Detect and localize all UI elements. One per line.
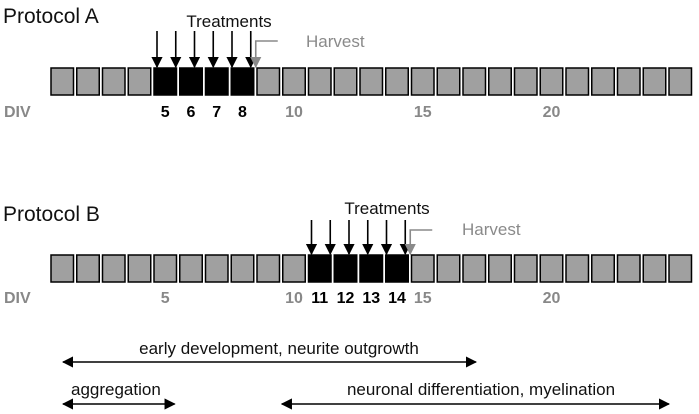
day-cells (50, 254, 693, 283)
day-cell (513, 254, 538, 283)
day-cell (50, 254, 75, 283)
day-number: 10 (285, 104, 303, 121)
day-cell (462, 254, 487, 283)
phase-label: neuronal differentiation, myelination (347, 380, 615, 399)
day-cell (410, 67, 435, 96)
day-cell (642, 67, 667, 96)
day-cell (76, 254, 100, 283)
treated-day-cell (307, 254, 332, 283)
day-cell (256, 254, 281, 283)
day-cell (307, 67, 332, 96)
harvest-arrow-line (404, 229, 433, 256)
day-cell (359, 67, 384, 96)
day-number: 15 (414, 290, 432, 307)
day-cell (668, 254, 693, 283)
day-cell (153, 254, 178, 283)
day-number: 7 (212, 104, 221, 121)
day-number: 6 (187, 104, 196, 121)
harvest-label: Harvest (462, 220, 521, 239)
div-label: DIV (4, 104, 31, 121)
day-number: 11 (311, 290, 328, 307)
day-cell (539, 254, 564, 283)
day-cell (127, 254, 152, 283)
day-cell (616, 254, 641, 283)
day-number: 10 (285, 290, 303, 307)
treatment-arrows (305, 220, 411, 256)
day-cell (642, 254, 667, 283)
treated-day-cell (230, 67, 255, 96)
day-number: 20 (543, 290, 561, 307)
treatment-arrows (151, 31, 257, 69)
day-cell (565, 254, 590, 283)
harvest-arrow-line (250, 40, 278, 69)
day-cell (282, 254, 306, 283)
treated-day-cell (204, 67, 229, 96)
day-number: 8 (238, 104, 247, 121)
harvest-arrow (250, 40, 278, 69)
day-cell (436, 67, 461, 96)
day-cell (101, 254, 126, 283)
treatments-label: Treatments (344, 199, 429, 218)
day-cell (127, 67, 152, 96)
day-cell (436, 254, 461, 283)
harvest-label: Harvest (306, 32, 365, 51)
day-number: 13 (362, 290, 380, 307)
protocol-title: Protocol A (3, 5, 99, 28)
day-cell (385, 67, 409, 96)
day-cell (256, 67, 281, 96)
treated-day-cell (359, 254, 384, 283)
day-cells (50, 67, 693, 96)
protocol-b: Protocol B Treatments Harvest DIV 5 10 11 1… (3, 199, 693, 307)
day-cell (591, 254, 615, 283)
day-cell (76, 67, 100, 96)
protocol-title: Protocol B (3, 203, 100, 226)
day-cell (204, 254, 229, 283)
day-number: 15 (414, 104, 432, 121)
phase-label: aggregation (71, 380, 161, 399)
treated-day-cell (179, 67, 203, 96)
phase-label: early development, neurite outgrowth (139, 339, 419, 358)
day-cell (462, 67, 487, 96)
day-number: 12 (337, 290, 355, 307)
day-number: 20 (543, 104, 561, 121)
day-cell (565, 67, 590, 96)
day-cell (488, 254, 512, 283)
div-label: DIV (4, 290, 31, 307)
day-number: 5 (161, 104, 170, 121)
day-cell (539, 67, 564, 96)
day-number: 5 (161, 290, 170, 307)
day-cell (333, 67, 358, 96)
day-labels: 5 10 11 12 13 14 15 20 (161, 290, 561, 307)
treated-day-cell (333, 254, 358, 283)
day-cell (179, 254, 203, 283)
day-cell (230, 254, 255, 283)
treated-day-cell (385, 254, 409, 283)
day-cell (668, 67, 693, 96)
day-cell (50, 67, 75, 96)
day-cell (101, 67, 126, 96)
day-cell (591, 67, 615, 96)
treatments-label: Treatments (186, 12, 271, 31)
day-cell (513, 67, 538, 96)
day-cell (410, 254, 435, 283)
day-cell (488, 67, 512, 96)
day-cell (282, 67, 306, 96)
phase-spans: early development, neurite outgrowth agg… (61, 339, 671, 410)
treated-day-cell (153, 67, 178, 96)
day-number: 14 (388, 290, 406, 307)
harvest-arrow (404, 229, 433, 256)
day-cell (616, 67, 641, 96)
